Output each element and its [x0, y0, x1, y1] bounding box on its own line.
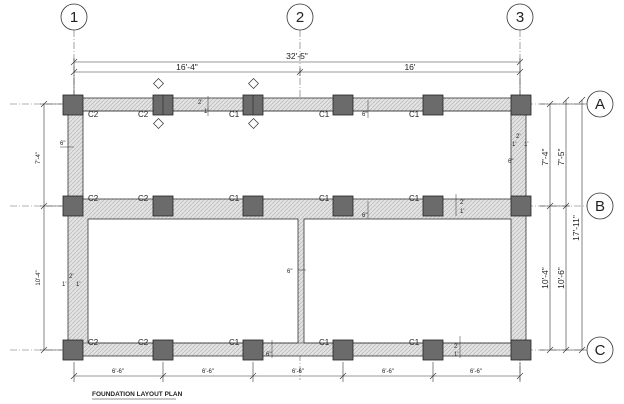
- dim-detail-2ft: 2': [460, 200, 464, 206]
- section-marker-icon: [248, 78, 259, 89]
- grid-label-c: C: [595, 342, 606, 359]
- dim-overall-width: 32'-5": [286, 51, 308, 61]
- dim-span-1-2: 16'-4": [176, 62, 198, 72]
- dim-detail-1ft: 1': [62, 282, 66, 288]
- dim-wall-thickness: 6": [287, 269, 292, 275]
- column-c3: [242, 339, 264, 361]
- dim-wall-thickness: 6": [266, 352, 271, 358]
- dim-bay-a-b: 7'-4": [36, 152, 42, 164]
- dim-detail-2ft: 2': [454, 344, 458, 350]
- column-c6: [510, 339, 532, 361]
- bottom-dimensions: [70, 362, 524, 382]
- drawing-title: FOUNDATION LAYOUT PLAN: [92, 391, 183, 398]
- column-b6: [510, 195, 532, 217]
- section-marker-icon: [248, 118, 259, 129]
- dim-wall-thickness: 6": [362, 112, 367, 118]
- column-tag: C2: [88, 338, 99, 347]
- column-c4: [332, 339, 354, 361]
- dim-detail-2ft: 2': [198, 100, 202, 106]
- section-marker-icon: [153, 118, 164, 129]
- dim-detail-1ft: 1': [204, 109, 208, 115]
- grid-bubble-a: [586, 90, 614, 118]
- column-tag: C2: [138, 338, 149, 347]
- dim-right-overall: 17'-11": [571, 215, 581, 241]
- dim-bottom-spacing: 6'-6": [112, 369, 124, 375]
- dim-right-ab-outer: 7'-5": [556, 149, 566, 166]
- section-markers: [153, 78, 259, 129]
- dim-detail-2ft: 2': [69, 274, 73, 280]
- grid-label-b: B: [595, 198, 605, 215]
- dim-wall-thickness: 6": [508, 159, 513, 165]
- grid-label-a: A: [595, 96, 605, 113]
- column-tag: C1: [229, 338, 240, 347]
- grid-label-1: 1: [70, 9, 78, 26]
- column-tag: C1: [229, 194, 240, 203]
- grid-bubble-1: [60, 3, 88, 31]
- column-tag: C1: [409, 338, 420, 347]
- column-c1: [62, 339, 84, 361]
- column-tag: C1: [229, 110, 240, 119]
- inner-bay-bc-right: [303, 218, 512, 344]
- dim-bottom-spacing: 6'-6": [202, 369, 214, 375]
- column-tags: C2 C2 C1 C1 C1 C2 C2 C1 C1 C1 C2 C2 C1 C…: [88, 110, 420, 347]
- left-dimensions: [40, 100, 62, 354]
- dim-detail-1ft: 1': [454, 352, 458, 358]
- column-a6: [510, 94, 532, 116]
- dim-bottom-spacing: 6'-6": [382, 369, 394, 375]
- dim-detail-1ft: 1': [460, 209, 464, 215]
- dim-detail-1ft: 1': [512, 142, 516, 148]
- section-marker-icon: [153, 78, 164, 89]
- column-b5: [422, 195, 444, 217]
- column-a1: [62, 94, 84, 116]
- grid-label-3: 3: [516, 9, 524, 26]
- column-tag: C1: [409, 110, 420, 119]
- detail-dimensions: [60, 96, 461, 358]
- column-tag: C2: [138, 194, 149, 203]
- column-tag: C1: [319, 194, 330, 203]
- column-b1: [62, 195, 84, 217]
- dim-right-bc-inner: 10'-4": [540, 267, 550, 289]
- dim-wall-thickness: 6": [362, 213, 367, 219]
- columns: [62, 94, 532, 361]
- column-tag: C1: [319, 110, 330, 119]
- dim-detail-2ft: 2': [516, 134, 520, 140]
- dim-right-bc-outer: 10'-6": [556, 267, 566, 289]
- grid-bubble-b: [586, 192, 614, 220]
- column-a5: [422, 94, 444, 116]
- inner-bay-bc-left: [87, 218, 299, 344]
- column-tag: C1: [319, 338, 330, 347]
- grid-bubble-2: [286, 3, 314, 31]
- right-dimensions: [540, 96, 586, 354]
- dim-right-ab-inner: 7'-4": [540, 149, 550, 166]
- column-c5: [422, 339, 444, 361]
- dim-detail-1ft: 1': [524, 142, 528, 148]
- dim-detail-1ft: 1': [76, 282, 80, 288]
- column-c2: [152, 339, 174, 361]
- foundation-walls: [67, 97, 527, 357]
- column-a4: [332, 94, 354, 116]
- top-dimensions: [70, 58, 524, 95]
- dim-wall-thickness: 6": [60, 141, 65, 147]
- column-tag: C2: [138, 110, 149, 119]
- column-b3: [242, 195, 264, 217]
- grid-label-2: 2: [296, 9, 304, 26]
- dim-bottom-spacing: 6'-6": [470, 369, 482, 375]
- grid-bubbles: 1 2 3 A B C: [60, 3, 614, 364]
- column-tag: C2: [88, 110, 99, 119]
- column-b2: [152, 195, 174, 217]
- dim-span-2-3: 16': [404, 62, 415, 72]
- column-tag: C2: [88, 194, 99, 203]
- dim-bottom-spacing: 6'-6": [292, 369, 304, 375]
- column-tag: C1: [409, 194, 420, 203]
- inner-bay-ab: [82, 110, 512, 200]
- grid-bubble-3: [506, 3, 534, 31]
- grid-bubble-c: [586, 336, 614, 364]
- dim-bay-b-c: 10'-4": [36, 270, 42, 285]
- column-b4: [332, 195, 354, 217]
